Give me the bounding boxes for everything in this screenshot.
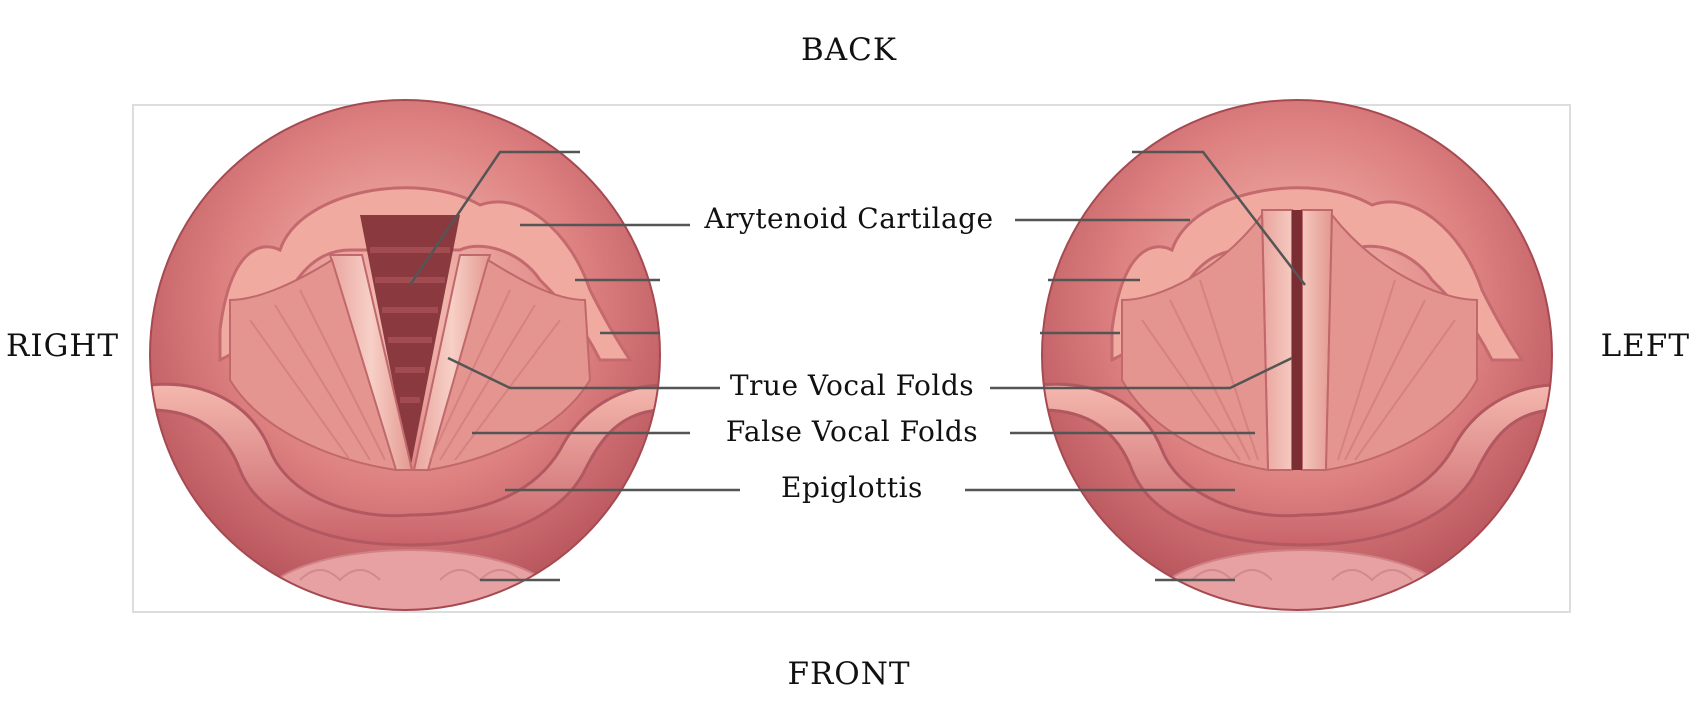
orientation-left-label: LEFT — [1600, 328, 1690, 364]
label-false-vocal-folds: False Vocal Folds — [726, 415, 978, 448]
orientation-right-label: RIGHT — [6, 328, 120, 364]
orientation-front-label: FRONT — [787, 656, 911, 692]
label-epiglottis: Epiglottis — [781, 471, 923, 504]
label-arytenoid-cartilage: Arytenoid Cartilage — [703, 202, 993, 235]
arytenoid-ridge-closed — [1110, 186, 1525, 363]
diagram-frame — [132, 104, 1571, 613]
larynx-view-open — [150, 100, 660, 610]
label-true-vocal-folds: True Vocal Folds — [730, 369, 974, 402]
epiglottis-open-view — [150, 382, 660, 547]
leader-lines — [408, 150, 1306, 582]
orientation-back-label: BACK — [800, 32, 898, 68]
larynx-view-closed — [1042, 100, 1552, 610]
arytenoid-ridge-open — [218, 186, 633, 363]
